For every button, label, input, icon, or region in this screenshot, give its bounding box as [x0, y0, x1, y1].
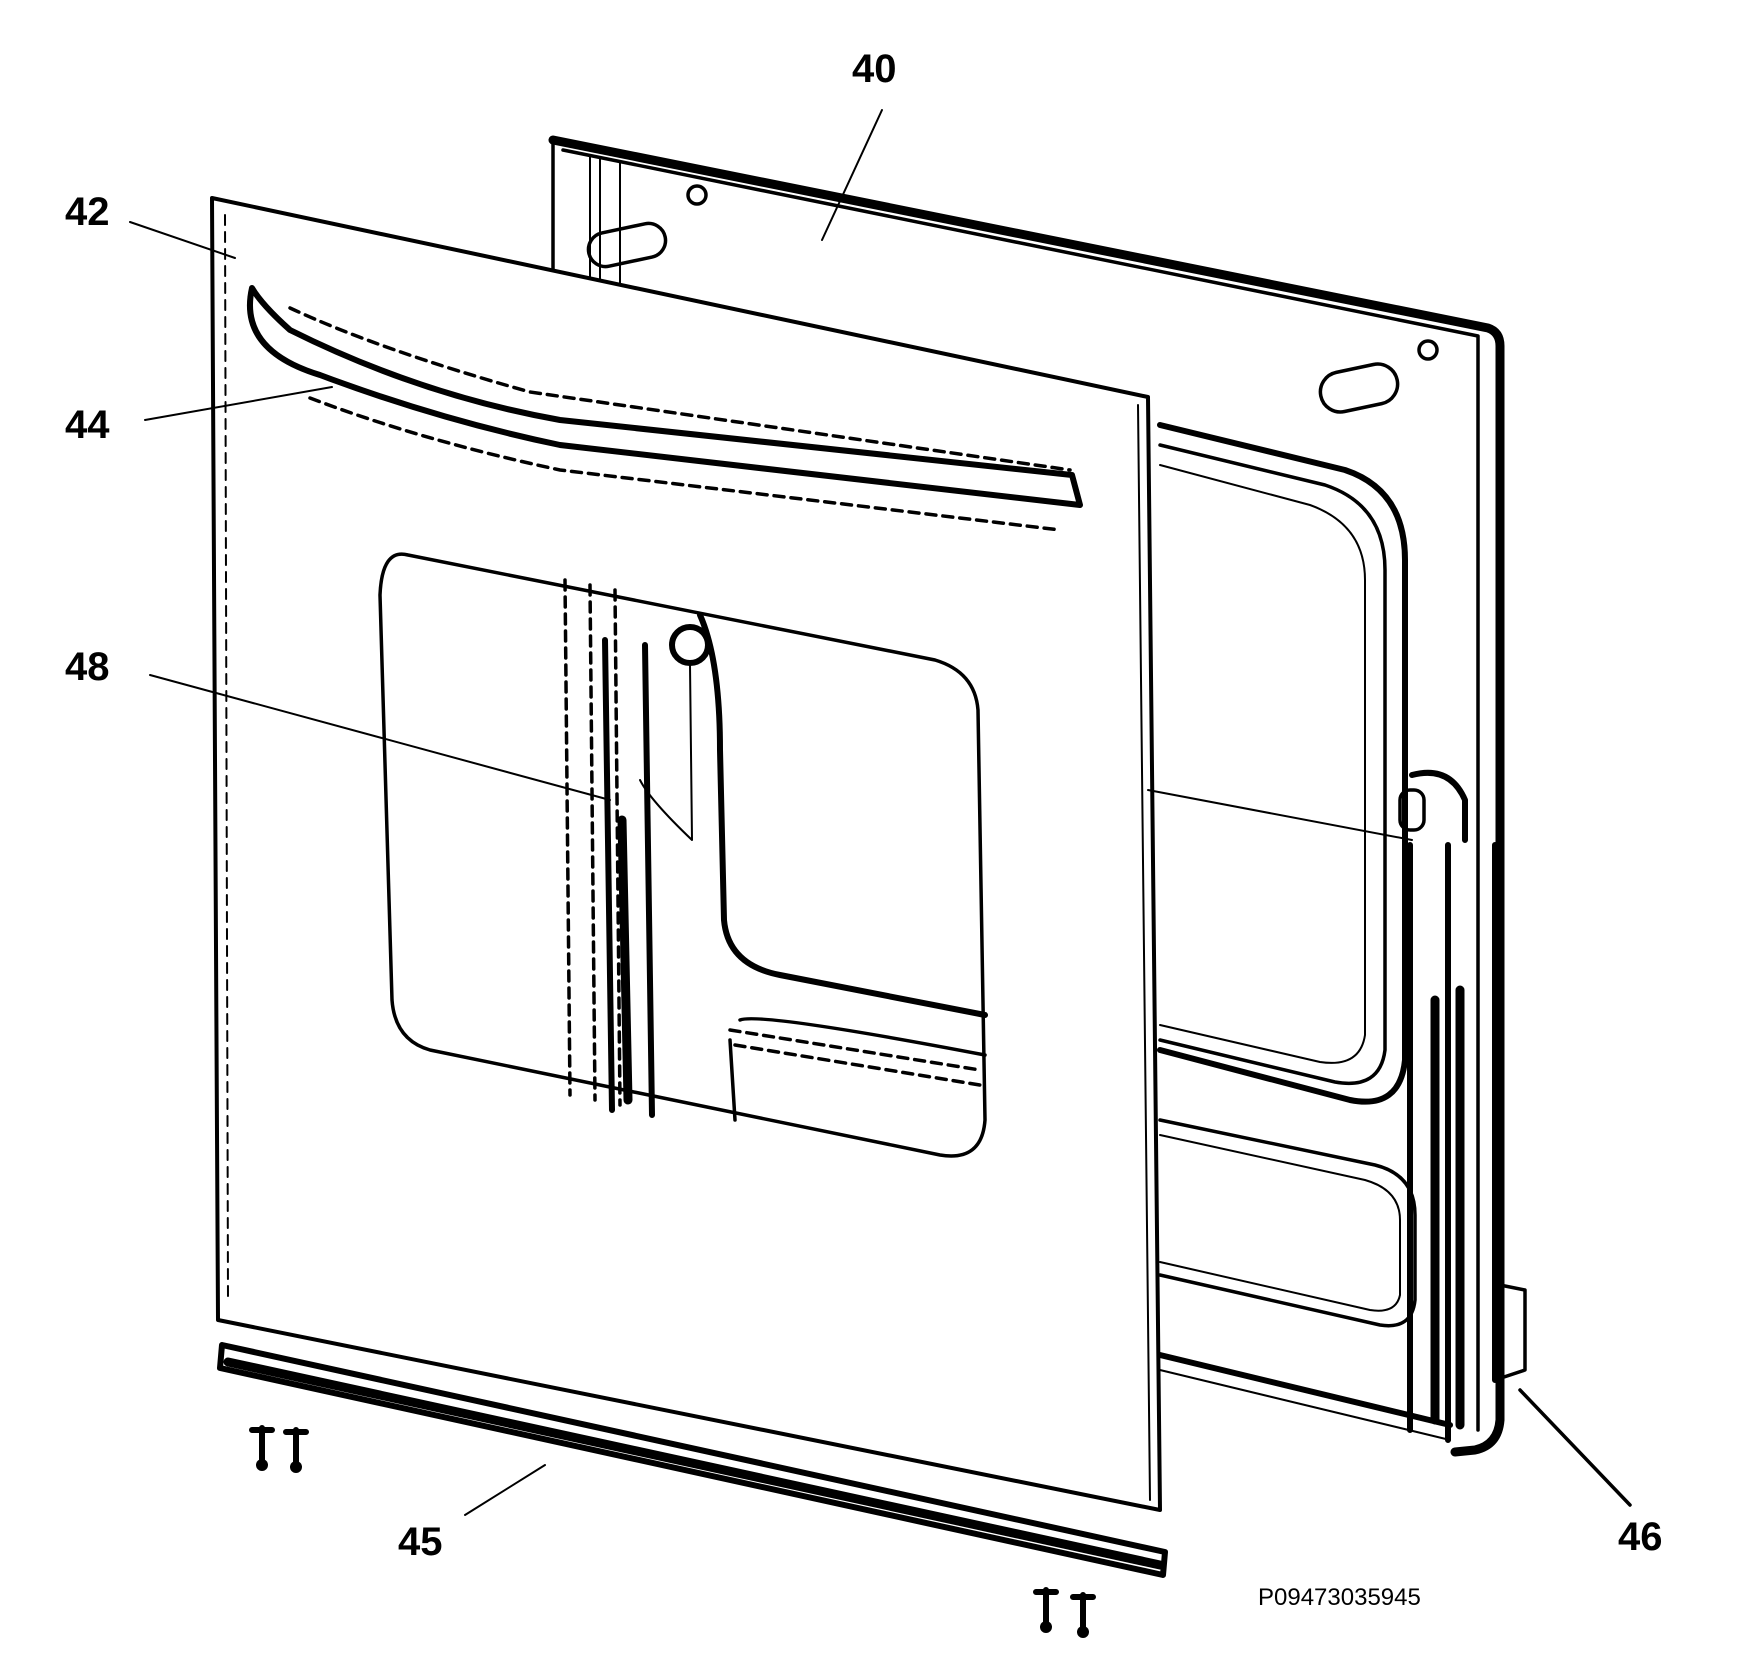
outer-panel-left-inner-edge [224, 214, 229, 1301]
callout-44: 44 [65, 403, 110, 447]
leader-46 [1518, 1388, 1632, 1507]
window-hinge-rails [563, 578, 622, 1107]
inner-panel-bottom-rail [1157, 1352, 1453, 1428]
screw-head-icon [1040, 1621, 1052, 1633]
callout-46: 46 [1618, 1515, 1663, 1559]
window-hinge-spring [617, 815, 633, 1105]
screw-head-icon [1077, 1626, 1089, 1638]
outer-panel-window [378, 552, 988, 1158]
callout-40: 40 [852, 47, 897, 91]
hinge-channel-spring [1430, 985, 1465, 1430]
leader-48-continued [1147, 789, 1413, 841]
outer-panel-right-inner-edge [1137, 404, 1151, 1501]
screw-icon [1033, 1587, 1096, 1630]
callout-42: 42 [65, 190, 110, 234]
hinge-end-cap [1493, 1283, 1527, 1382]
screw-head-icon [290, 1461, 302, 1473]
inner-panel-window-frame-lip [1159, 464, 1366, 1064]
handle-outline [247, 285, 1083, 508]
callout-48: 48 [65, 645, 110, 689]
inner-panel-bottom-rail-lower [1159, 1369, 1451, 1441]
window-lower-recess [728, 1017, 987, 1122]
leader-44 [144, 386, 333, 421]
inner-panel-window-frame [1157, 422, 1408, 1105]
screw-hole-right-icon [1417, 339, 1439, 361]
leader-40 [821, 109, 883, 241]
inner-panel-inner-edge [561, 148, 1480, 1432]
screw-hole-top-icon [686, 184, 708, 206]
inner-panel-lower-recess-lip [1159, 1134, 1401, 1312]
inner-panel-lower-recess [1158, 1118, 1417, 1328]
trim-groove [223, 1357, 1165, 1570]
leader-45 [464, 1464, 546, 1516]
outer-panel-outline [210, 196, 1162, 1512]
handle-top-dashed [288, 306, 1072, 472]
part-45-bottom-trim [217, 1342, 1168, 1578]
window-link-arm [639, 664, 693, 841]
window-lower-edge-dashed [728, 1028, 982, 1087]
mounting-slot-top-right-icon [1318, 362, 1400, 414]
inner-panel-window-frame-inner [1158, 443, 1387, 1085]
screws-right [1033, 1587, 1096, 1638]
part-44-door-handle [247, 285, 1083, 532]
window-inner-frame [697, 612, 988, 1018]
hinge-bracket-top [1409, 769, 1468, 843]
leader-lines [129, 109, 1632, 1516]
leader-42 [129, 221, 236, 259]
hinge-bracket-hole-icon [1398, 788, 1426, 832]
trim-outline [217, 1342, 1168, 1578]
window-outline [378, 552, 987, 1158]
window-hinge-arm [602, 637, 655, 1118]
part-40-inner-door-panel [548, 135, 1505, 1457]
screw-icon [249, 1425, 309, 1465]
leader-48 [149, 674, 611, 801]
handle-bottom-dashed [308, 396, 1062, 532]
inner-panel-outer-edge [548, 135, 1505, 1457]
part-46-hinge-channel [1398, 769, 1527, 1443]
diagram-code: P09473035945 [1258, 1584, 1421, 1611]
part-42-outer-door-panel [210, 196, 1162, 1512]
hinge-channel-rails [1407, 842, 1498, 1443]
screws-left [249, 1425, 309, 1473]
mounting-slot-top-left-icon [586, 221, 668, 269]
callout-45: 45 [398, 1520, 443, 1564]
screw-head-icon [256, 1459, 268, 1471]
